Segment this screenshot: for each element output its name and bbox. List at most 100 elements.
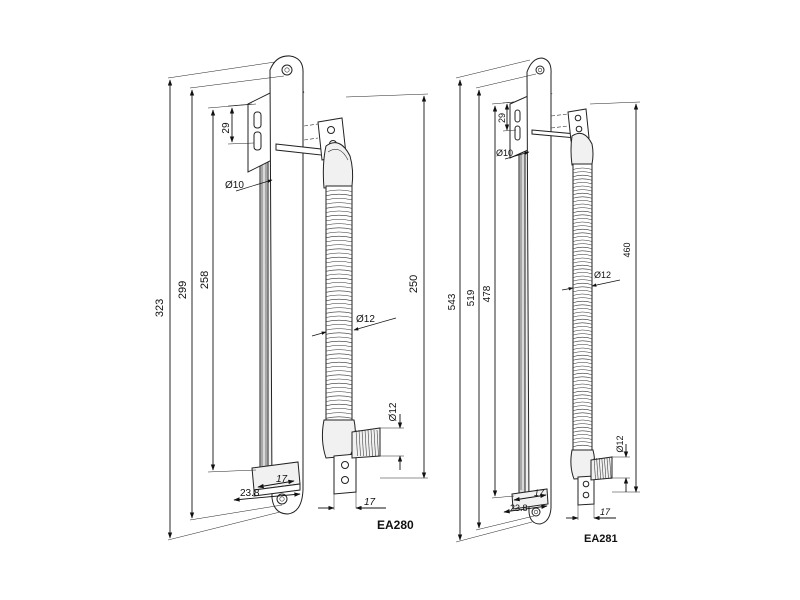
fitting-thread — [358, 429, 361, 457]
hose-rib — [325, 303, 353, 306]
ea280-dim-inner-label: 258 — [199, 271, 211, 289]
hose-rib — [325, 282, 353, 285]
hose-rib — [572, 419, 593, 422]
ea280-dim-width: 23.8 — [233, 488, 301, 502]
hose-rib — [572, 441, 593, 444]
hose-rib — [325, 332, 353, 335]
ea281-dim-fitting-dia-label: Ø12 — [615, 435, 625, 452]
hose-rib — [325, 269, 353, 272]
hose-rib — [325, 391, 353, 394]
hose-rib — [325, 290, 353, 293]
hose-rib — [572, 218, 593, 221]
hose-rib — [325, 382, 353, 385]
hose-rib — [572, 174, 593, 177]
hose-rib — [325, 202, 353, 205]
hose-rib — [325, 231, 353, 234]
hose-rib — [572, 376, 593, 379]
hose-rib — [572, 347, 593, 350]
ea281-drawing: 543 519 478 29 Ø10 — [447, 57, 641, 545]
ea280-dim-hole-label: Ø10 — [225, 180, 244, 191]
fitting-thread — [593, 457, 596, 480]
ea281-dim-slot-label: 29 — [497, 113, 507, 123]
hose-rib — [572, 434, 593, 437]
ea280-drawing: 323 299 258 29 Ø10 — [154, 55, 429, 541]
fitting-thread — [355, 429, 358, 457]
ea280-hose — [325, 185, 353, 421]
hose-rib — [572, 300, 593, 303]
hose-rib — [325, 370, 353, 373]
hose-rib — [572, 171, 593, 174]
hose-rib — [325, 189, 353, 192]
hose-rib — [325, 403, 353, 406]
ea281-dim-fitting-width: 17 — [566, 504, 616, 521]
hose-rib — [572, 387, 593, 390]
fitting-thread — [367, 429, 370, 457]
hose-rib — [572, 398, 593, 401]
hose-rib — [325, 412, 353, 415]
hose-rib — [572, 203, 593, 206]
hose-rib — [572, 261, 593, 264]
hose-rib — [572, 272, 593, 275]
hose-rib — [325, 235, 353, 238]
ea280-dim-slot: 29 — [221, 103, 255, 145]
hose-rib — [325, 227, 353, 230]
hose-rib — [572, 318, 593, 321]
hose-rib — [572, 250, 593, 253]
hose-rib — [325, 340, 353, 343]
ea280-dim-hose-dia-label: Ø12 — [356, 314, 375, 325]
hose-rib — [572, 210, 593, 213]
hose-rib — [325, 361, 353, 364]
hose-rib — [325, 366, 353, 369]
hose-rib — [325, 315, 353, 318]
ea281-dim-inner: 478 — [482, 101, 515, 499]
ea280-dim-outer-label: 299 — [177, 281, 189, 299]
hose-rib — [572, 383, 593, 386]
hose-rib — [572, 275, 593, 278]
hose-rib — [572, 185, 593, 188]
hose-rib — [325, 193, 353, 196]
ea281-dim-hose-dia-label: Ø12 — [594, 270, 611, 280]
hose-rib — [572, 362, 593, 365]
hose-rib — [325, 294, 353, 297]
hose-rib — [572, 293, 593, 296]
hose-rib — [572, 236, 593, 239]
hose-rib — [325, 298, 353, 301]
ea281-dim-fitting-width-label: 17 — [600, 507, 611, 517]
ea281-model-label: EA281 — [584, 533, 618, 545]
hose-rib — [325, 273, 353, 276]
fitting-thread — [596, 457, 599, 480]
hose-rib — [325, 252, 353, 255]
hose-rib — [572, 412, 593, 415]
hose-rib — [572, 333, 593, 336]
hose-rib — [572, 304, 593, 307]
fitting-thread — [361, 429, 364, 457]
ea280-dim-bottom-depth-label: 17 — [276, 474, 288, 485]
hose-rib — [572, 437, 593, 440]
ea280-dim-hose-length: 250 — [345, 93, 429, 479]
ea280-dim-bottom-depth: 17 — [257, 474, 295, 489]
hose-rib — [325, 311, 353, 314]
hose-rib — [572, 322, 593, 325]
hose-rib — [325, 307, 353, 310]
hose-rib — [572, 297, 593, 300]
fitting-thread — [609, 457, 612, 480]
ea281-dim-bottom-depth: 17 — [513, 488, 547, 502]
hose-rib — [325, 240, 353, 243]
ea280-dim-overall: 323 — [154, 61, 281, 541]
ea280-model-label: EA280 — [377, 518, 414, 532]
hose-rib — [572, 423, 593, 426]
hose-rib — [325, 328, 353, 331]
hose-rib — [572, 372, 593, 375]
hose-rib — [325, 374, 353, 377]
hose-rib — [325, 198, 353, 201]
hose-rib — [325, 408, 353, 411]
hose-rib — [572, 416, 593, 419]
ea280-dim-fitting-dia-label: Ø12 — [388, 402, 399, 421]
ea281-top-bracket — [567, 108, 594, 166]
hose-rib — [325, 357, 353, 360]
hose-rib — [572, 207, 593, 210]
hose-rib — [325, 387, 353, 390]
hose-rib — [572, 189, 593, 192]
hose-rib — [572, 282, 593, 285]
